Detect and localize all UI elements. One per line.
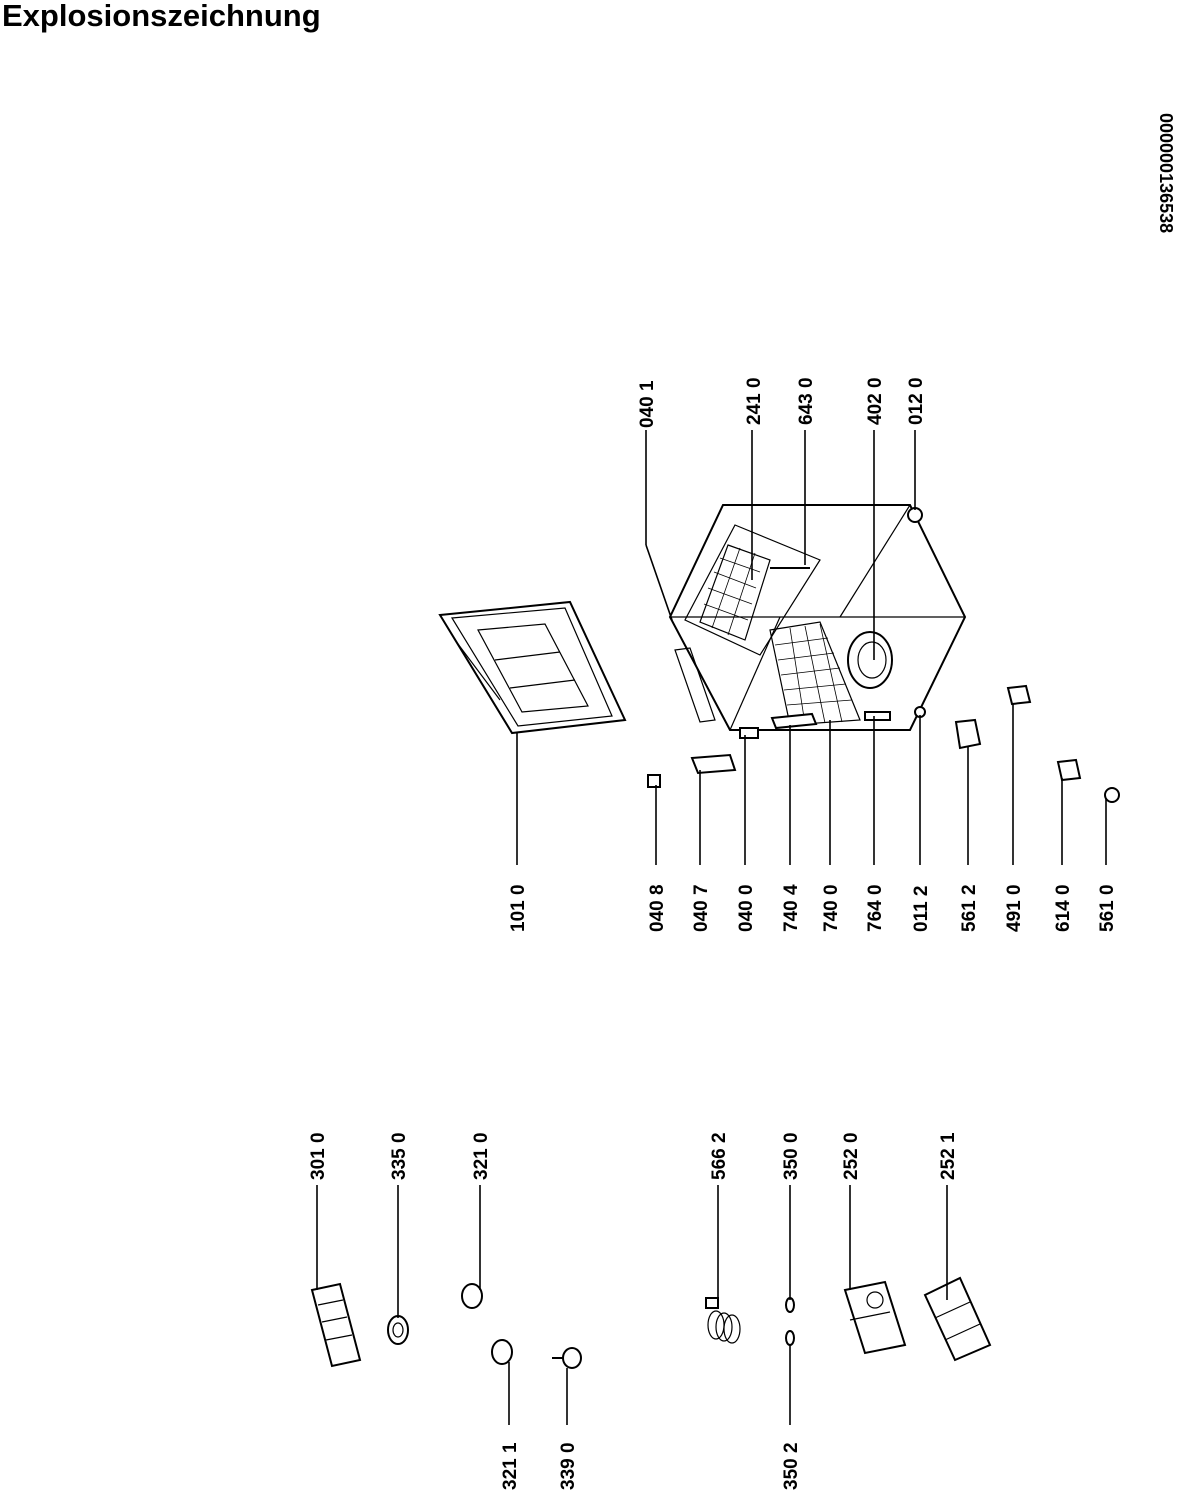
small-part-5610 bbox=[1104, 787, 1120, 803]
label-3010: 301 0 bbox=[308, 1132, 329, 1180]
spring-5662-part bbox=[705, 1297, 741, 1344]
cabinet-part bbox=[668, 504, 967, 739]
label-6430: 643 0 bbox=[796, 377, 817, 425]
small-part-4910 bbox=[1006, 684, 1032, 706]
label-7640: 764 0 bbox=[865, 884, 886, 932]
knob-3390-part bbox=[552, 1347, 582, 1369]
label-5662: 566 2 bbox=[709, 1132, 730, 1180]
small-part-7404 bbox=[770, 712, 818, 730]
label-0112: 011 2 bbox=[911, 886, 932, 933]
label-2520: 252 0 bbox=[841, 1132, 862, 1180]
small-part-6140 bbox=[1056, 758, 1082, 782]
knob-3350-part bbox=[387, 1315, 409, 1345]
knob-3211-part bbox=[491, 1339, 513, 1365]
label-6140: 614 0 bbox=[1053, 884, 1074, 932]
label-4910: 491 0 bbox=[1004, 884, 1025, 932]
label-7400: 740 0 bbox=[821, 884, 842, 932]
label-3500: 350 0 bbox=[781, 1132, 802, 1180]
small-part-5612 bbox=[954, 718, 982, 750]
label-2521: 252 1 bbox=[938, 1132, 959, 1180]
door-part bbox=[438, 600, 627, 735]
small-part-0407 bbox=[690, 753, 737, 775]
pin-3502-part bbox=[785, 1330, 795, 1346]
label-3350: 335 0 bbox=[389, 1132, 410, 1180]
housing-2520-part bbox=[843, 1280, 907, 1355]
label-1010: 101 0 bbox=[508, 884, 529, 932]
label-3211: 321 1 bbox=[500, 1442, 521, 1490]
housing-2521-part bbox=[923, 1276, 992, 1362]
small-part-0408 bbox=[647, 774, 661, 788]
label-0120: 012 0 bbox=[906, 377, 927, 425]
label-0408: 040 8 bbox=[647, 884, 668, 932]
label-4020: 402 0 bbox=[865, 377, 886, 425]
label-0407: 040 7 bbox=[691, 884, 712, 932]
page-title: Explosionszeichnung bbox=[2, 0, 321, 33]
control-panel-part bbox=[310, 1282, 362, 1368]
label-0401: 040 1 bbox=[637, 380, 658, 428]
label-7404: 740 4 bbox=[781, 884, 802, 932]
label-5612: 561 2 bbox=[959, 884, 980, 932]
label-0400: 040 0 bbox=[736, 884, 757, 932]
knob-3210-part bbox=[461, 1283, 483, 1309]
pin-3500-part bbox=[785, 1297, 795, 1313]
label-5610: 561 0 bbox=[1097, 884, 1118, 932]
label-3502: 350 2 bbox=[781, 1442, 802, 1490]
label-2410: 241 0 bbox=[744, 377, 765, 425]
label-3210: 321 0 bbox=[471, 1132, 492, 1180]
label-3390: 339 0 bbox=[558, 1442, 579, 1490]
